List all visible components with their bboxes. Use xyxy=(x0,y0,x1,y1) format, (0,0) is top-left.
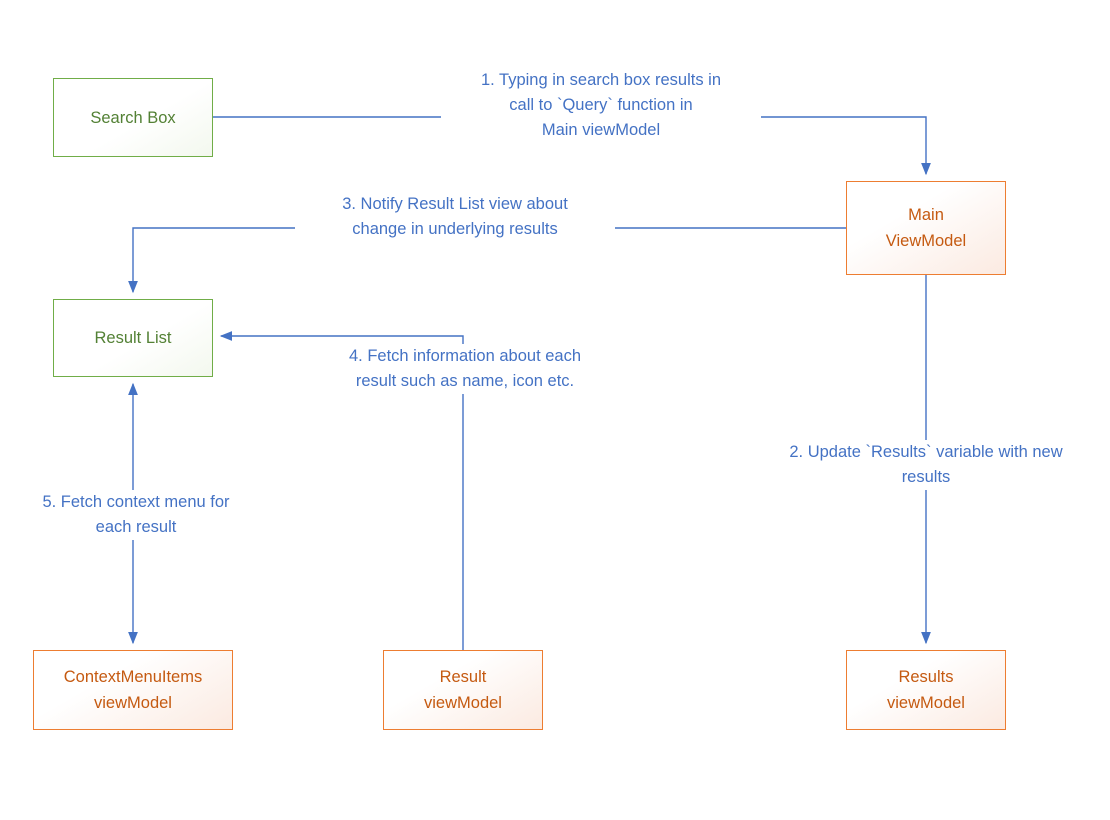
node-result-viewmodel: Result viewModel xyxy=(383,650,543,730)
node-result-list: Result List xyxy=(53,299,213,377)
node-main-viewmodel: Main ViewModel xyxy=(846,181,1006,275)
edge-label-5-fetch-context-menu: 5. Fetch context menu for each result xyxy=(6,490,266,540)
edge-label-1-typing-in-search-box: 1. Typing in search box results in call … xyxy=(441,68,761,143)
node-main-viewmodel-label: Main ViewModel xyxy=(885,206,967,250)
edge-label-2-update-results-variable: 2. Update `Results` variable with new re… xyxy=(756,440,1096,490)
edge-label-3-notify-result-list: 3. Notify Result List view about change … xyxy=(295,192,615,242)
node-result-list-label: Result List xyxy=(94,329,172,347)
node-result-viewmodel-label: Result viewModel xyxy=(424,668,502,712)
node-results-viewmodel-label: Results viewModel xyxy=(887,668,965,712)
node-search-box-label: Search Box xyxy=(90,108,176,127)
node-contextmenuitems-viewmodel: ContextMenuItems viewModel xyxy=(33,650,233,730)
node-search-box: Search Box xyxy=(53,78,213,157)
edge-label-4-fetch-information: 4. Fetch information about each result s… xyxy=(305,344,625,394)
edge-4-resultviewmodel-to-resultlist xyxy=(219,331,464,650)
node-contextmenuitems-viewmodel-label: ContextMenuItems viewModel xyxy=(63,668,203,712)
node-results-viewmodel: Results viewModel xyxy=(846,650,1006,730)
